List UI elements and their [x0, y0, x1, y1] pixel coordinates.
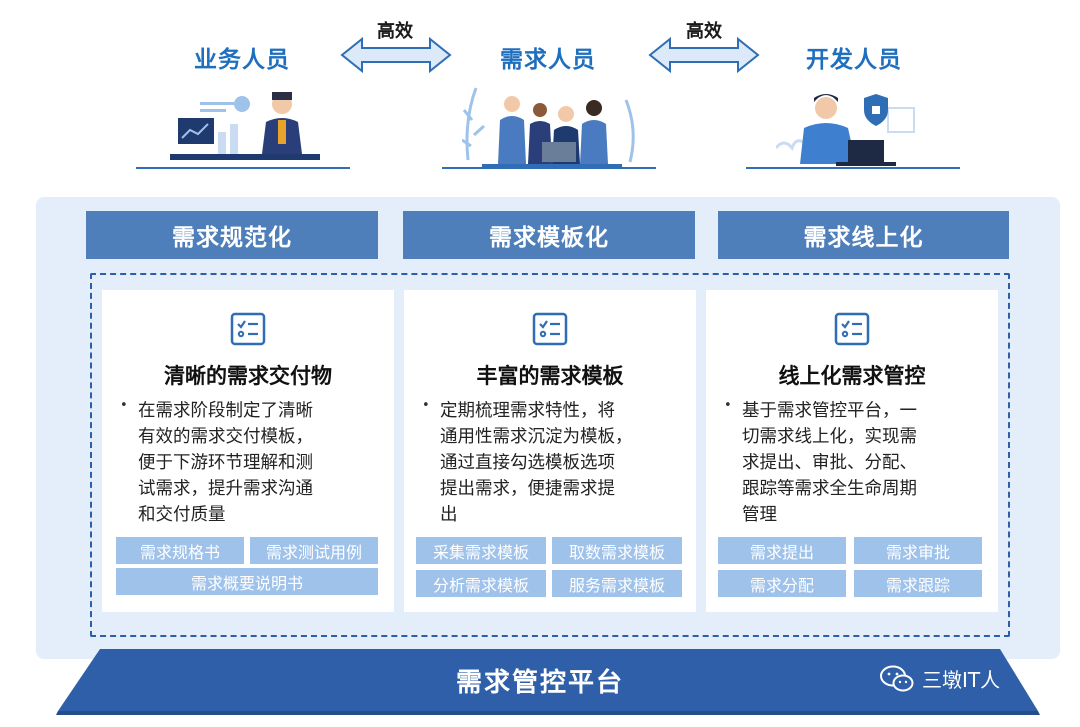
card-description: 定期梳理需求特性，将 通用性需求沉淀为模板， 通过直接勾选模板选项 提出需求，便… [440, 398, 678, 528]
card-line: 通过直接勾选模板选项 [440, 450, 678, 476]
wechat-icon [880, 665, 914, 693]
card-line: 和交付质量 [138, 502, 376, 528]
card-line: 定期梳理需求特性，将 [440, 398, 678, 424]
tag-assign: 需求分配 [718, 570, 846, 597]
bullet-dot: • [120, 398, 128, 413]
card-description: 在需求阶段制定了清晰 有效的需求交付模板， 便于下游环节理解和测 试需求，提升需… [138, 398, 376, 528]
card-line: 基于需求管控平台，一 [742, 398, 980, 424]
card-line: 便于下游环节理解和测 [138, 450, 376, 476]
header-standardization: 需求规范化 [86, 211, 378, 259]
card-title: 丰富的需求模板 [404, 360, 696, 390]
double-arrow-icon-right [648, 36, 760, 74]
card-title: 线上化需求管控 [706, 360, 998, 390]
tag-service-template: 服务需求模板 [552, 570, 682, 597]
developer-illustration [776, 86, 926, 168]
tag-approve: 需求审批 [854, 537, 982, 564]
card-templates: 丰富的需求模板 • 定期梳理需求特性，将 通用性需求沉淀为模板， 通过直接勾选模… [404, 290, 696, 612]
card-line: 跟踪等需求全生命周期 [742, 476, 980, 502]
header-templating: 需求模板化 [403, 211, 695, 259]
tag-fetch-template: 取数需求模板 [552, 537, 682, 564]
role-business-label: 业务人员 [162, 40, 322, 74]
checklist-icon [532, 312, 568, 346]
checklist-icon [834, 312, 870, 346]
watermark-text: 三墩IT人 [922, 664, 1000, 693]
tag-collect-template: 采集需求模板 [416, 537, 546, 564]
tag-track: 需求跟踪 [854, 570, 982, 597]
card-line: 提出需求，便捷需求提 [440, 476, 678, 502]
role-requirement-label: 需求人员 [468, 40, 628, 74]
card-line: 在需求阶段制定了清晰 [138, 398, 376, 424]
role-developer-label: 开发人员 [774, 40, 934, 74]
requirement-baseline [442, 167, 656, 169]
tag-analysis-template: 分析需求模板 [416, 570, 546, 597]
bullet-dot: • [422, 398, 430, 413]
card-deliverables: 清晰的需求交付物 • 在需求阶段制定了清晰 有效的需求交付模板， 便于下游环节理… [102, 290, 394, 612]
business-baseline [136, 167, 350, 169]
card-line: 试需求，提升需求沟通 [138, 476, 376, 502]
tag-submit: 需求提出 [718, 537, 846, 564]
watermark: 三墩IT人 [880, 664, 1000, 693]
double-arrow-icon-left [340, 36, 452, 74]
business-person-illustration [170, 88, 330, 168]
developer-baseline [746, 167, 960, 169]
card-description: 基于需求管控平台，一 切需求线上化，实现需 求提出、审批、分配、 跟踪等需求全生… [742, 398, 980, 528]
card-title: 清晰的需求交付物 [102, 360, 394, 390]
tag-spec-doc: 需求规格书 [116, 537, 244, 564]
bullet-dot: • [724, 398, 732, 413]
card-line: 求提出、审批、分配、 [742, 450, 980, 476]
card-line: 有效的需求交付模板， [138, 424, 376, 450]
tag-test-cases: 需求测试用例 [250, 537, 378, 564]
card-online-control: 线上化需求管控 • 基于需求管控平台，一 切需求线上化，实现需 求提出、审批、分… [706, 290, 998, 612]
card-line: 管理 [742, 502, 980, 528]
card-line: 出 [440, 502, 678, 528]
header-online: 需求线上化 [718, 211, 1009, 259]
tag-overview-doc: 需求概要说明书 [116, 568, 378, 595]
checklist-icon [230, 312, 266, 346]
card-line: 切需求线上化，实现需 [742, 424, 980, 450]
requirement-team-illustration [462, 80, 642, 170]
card-line: 通用性需求沉淀为模板， [440, 424, 678, 450]
